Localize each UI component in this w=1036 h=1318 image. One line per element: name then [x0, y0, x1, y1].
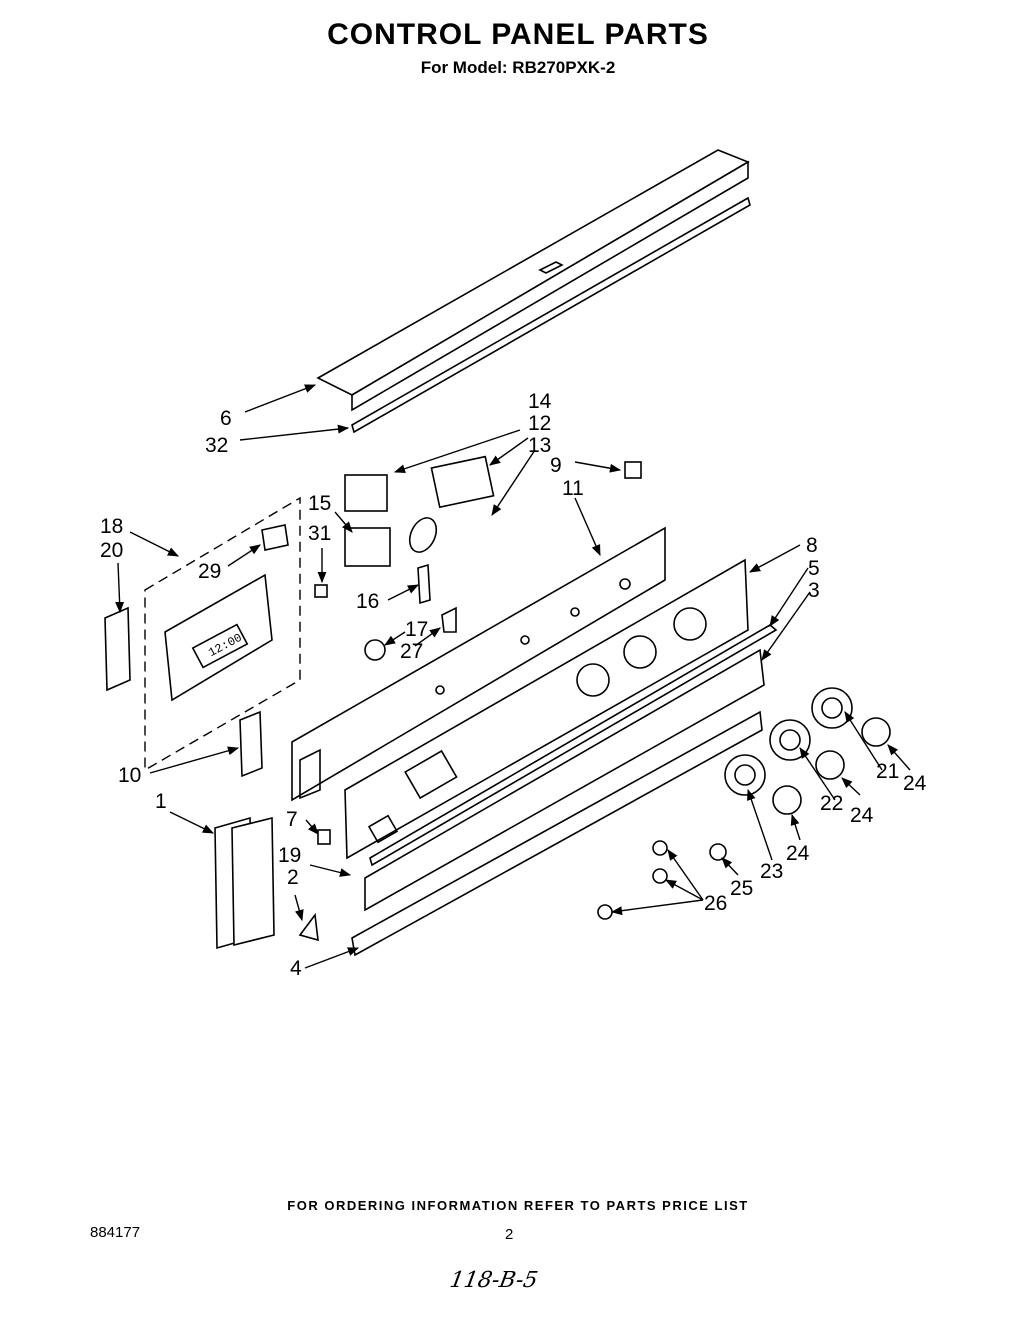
callout-16: 16 [356, 590, 379, 613]
callout-4: 4 [290, 957, 302, 980]
callout-6: 6 [220, 407, 232, 430]
callout-29: 29 [198, 560, 221, 583]
page-number: 2 [505, 1226, 514, 1243]
callout-21: 21 [876, 760, 899, 783]
callout-24c: 24 [786, 842, 810, 865]
callout-23: 23 [760, 860, 783, 883]
callout-18: 18 [100, 515, 123, 538]
callout-24b: 24 [850, 804, 874, 827]
knob-24a [861, 717, 891, 747]
thermostat-17 [364, 639, 386, 661]
callout-32: 32 [205, 434, 228, 457]
clip-9 [624, 461, 642, 479]
callout-26: 26 [704, 892, 727, 915]
callout-labels: 6 32 14 12 13 9 11 15 31 16 17 27 18 20 … [100, 390, 927, 980]
callout-19: 19 [278, 844, 301, 867]
front-control-panel [344, 558, 749, 860]
callout-14: 14 [528, 390, 552, 413]
top-trim-bar [316, 149, 750, 412]
callout-8: 8 [806, 534, 818, 557]
transformer-15 [344, 527, 391, 567]
clip-7 [317, 829, 331, 845]
callout-1: 1 [155, 790, 167, 813]
bracket-10 [239, 710, 263, 778]
leader-lines [115, 384, 911, 969]
clock-assembly: 12:00 [104, 496, 301, 772]
indicator-25 [709, 843, 727, 861]
bracket-16 [417, 563, 431, 605]
switch-14 [344, 474, 388, 512]
callout-22: 22 [820, 792, 843, 815]
switch-12 [430, 455, 495, 509]
bezel-21 [811, 687, 853, 729]
callout-11: 11 [562, 477, 584, 500]
clip-31 [314, 584, 328, 598]
callout-20: 20 [100, 539, 123, 562]
knob-24b [815, 750, 845, 780]
callout-9: 9 [550, 454, 562, 477]
end-cap-1 [214, 816, 275, 950]
model-subtitle: For Model: RB270PXK-2 [420, 58, 616, 77]
lower-trim-strip [364, 648, 765, 912]
document-number: 884177 [90, 1224, 141, 1241]
knob-24c [772, 785, 802, 815]
callout-5: 5 [808, 557, 820, 580]
upper-trim-strip [369, 624, 778, 867]
ordering-note: FOR ORDERING INFORMATION REFER TO PARTS … [287, 1198, 749, 1213]
callout-27: 27 [400, 640, 423, 663]
clip-2 [298, 912, 319, 942]
callout-15: 15 [308, 492, 331, 515]
page-title: CONTROL PANEL PARTS [327, 18, 709, 51]
trim-strip [351, 196, 751, 434]
callout-17: 17 [405, 618, 428, 641]
console-panel [291, 526, 666, 802]
clip-27 [441, 606, 457, 633]
callout-7: 7 [286, 808, 298, 831]
callout-2: 2 [287, 866, 299, 889]
connector-29 [261, 524, 289, 551]
callout-12: 12 [528, 412, 551, 435]
callout-24a: 24 [903, 772, 927, 795]
callout-3: 3 [808, 579, 820, 602]
callout-31: 31 [308, 522, 331, 545]
handwritten-note: 118-B-5 [447, 1268, 540, 1293]
indicator-26c [597, 904, 613, 920]
indicator-26b [652, 868, 668, 884]
callout-13: 13 [528, 434, 551, 457]
callout-25: 25 [730, 877, 753, 900]
bezel-23 [724, 754, 766, 796]
callout-10: 10 [118, 764, 141, 787]
ring-13 [408, 517, 438, 553]
indicator-26a [652, 840, 668, 856]
